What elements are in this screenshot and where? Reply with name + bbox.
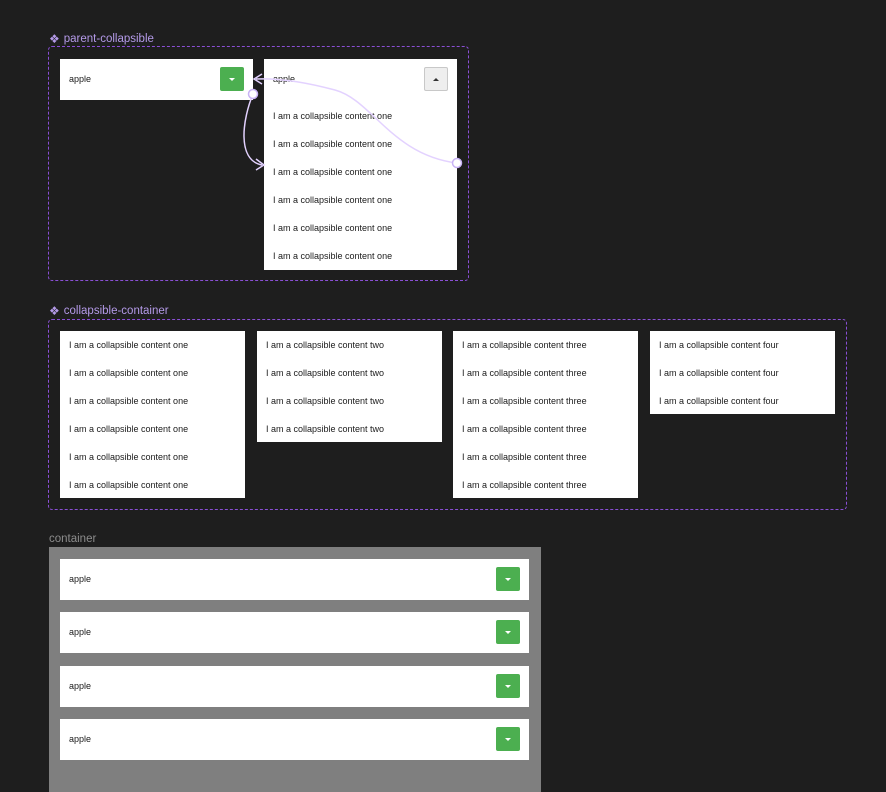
collapsible-item[interactable]: I am a collapsible content one <box>69 480 189 490</box>
collapsible-item[interactable]: I am a collapsible content one <box>69 396 189 406</box>
caret-up-icon <box>433 77 439 81</box>
container-label: container <box>49 533 97 545</box>
collapsible-container-label: ❖ collapsible-container <box>49 304 169 318</box>
collapsible-item[interactable]: I am a collapsible content four <box>659 368 779 378</box>
caret-down-icon <box>229 77 235 81</box>
collapsible-item[interactable]: I am a collapsible content four <box>659 396 779 406</box>
collapsible-panel-three[interactable]: I am a collapsible content three I am a … <box>453 331 638 498</box>
collapsible-item[interactable]: I am a collapsible content one <box>69 368 189 378</box>
component-icon: ❖ <box>49 32 60 46</box>
collapsible-item[interactable]: I am a collapsible content two <box>266 424 385 434</box>
collapsible-item[interactable]: I am a collapsible content two <box>266 368 385 378</box>
collapsible-item[interactable]: I am a collapsible content two <box>266 340 385 350</box>
dropdown-open[interactable]: apple I am a collapsible content one I a… <box>264 59 457 270</box>
collapsible-item[interactable]: I am a collapsible content one <box>69 340 189 350</box>
dropdown-toggle-button[interactable] <box>496 727 520 751</box>
dropdown-value: apple <box>273 74 296 84</box>
container-dropdown-row[interactable]: apple <box>60 666 529 707</box>
parent-collapsible-frame[interactable] <box>48 46 469 281</box>
dropdown-item[interactable]: I am a collapsible content one <box>273 251 393 261</box>
dropdown-item[interactable]: I am a collapsible content one <box>273 167 393 177</box>
dropdown-toggle-button[interactable] <box>424 67 448 91</box>
collapsible-item[interactable]: I am a collapsible content two <box>266 396 385 406</box>
collapsible-item[interactable]: I am a collapsible content three <box>462 396 587 406</box>
dropdown-toggle-button[interactable] <box>496 620 520 644</box>
collapsible-panel-two[interactable]: I am a collapsible content two I am a co… <box>257 331 442 442</box>
component-icon: ❖ <box>49 304 60 318</box>
collapsible-item[interactable]: I am a collapsible content three <box>462 340 587 350</box>
collapsible-panel-one[interactable]: I am a collapsible content one I am a co… <box>60 331 245 498</box>
collapsible-item[interactable]: I am a collapsible content three <box>462 424 587 434</box>
dropdown-item[interactable]: I am a collapsible content one <box>273 195 393 205</box>
dropdown-value: apple <box>69 574 92 584</box>
collapsible-item[interactable]: I am a collapsible content three <box>462 452 587 462</box>
collapsible-panel-four[interactable]: I am a collapsible content four I am a c… <box>650 331 835 414</box>
collapsible-container-title: collapsible-container <box>63 305 169 317</box>
collapsible-item[interactable]: I am a collapsible content one <box>69 424 189 434</box>
dropdown-item[interactable]: I am a collapsible content one <box>273 139 393 149</box>
dropdown-item[interactable]: I am a collapsible content one <box>273 111 393 121</box>
collapsible-item[interactable]: I am a collapsible content three <box>462 368 587 378</box>
container-dropdown-row[interactable]: apple <box>60 559 529 600</box>
dropdown-item[interactable]: I am a collapsible content one <box>273 223 393 233</box>
caret-down-icon <box>505 684 511 688</box>
collapsible-item[interactable]: I am a collapsible content four <box>659 340 779 350</box>
dropdown-toggle-button[interactable] <box>496 674 520 698</box>
parent-collapsible-label: ❖ parent-collapsible <box>49 32 154 46</box>
collapsible-item[interactable]: I am a collapsible content one <box>69 452 189 462</box>
container-dropdown-row[interactable]: apple <box>60 719 529 760</box>
dropdown-toggle-button[interactable] <box>220 67 244 91</box>
parent-collapsible-title: parent-collapsible <box>63 33 154 45</box>
dropdown-closed[interactable]: apple <box>60 59 253 100</box>
dropdown-value: apple <box>69 681 92 691</box>
dropdown-value: apple <box>69 627 92 637</box>
caret-down-icon <box>505 630 511 634</box>
caret-down-icon <box>505 737 511 741</box>
collapsible-item[interactable]: I am a collapsible content three <box>462 480 587 490</box>
dropdown-toggle-button[interactable] <box>496 567 520 591</box>
dropdown-value: apple <box>69 734 92 744</box>
caret-down-icon <box>505 577 511 581</box>
dropdown-value: apple <box>69 74 92 84</box>
collapsible-container-frame[interactable] <box>48 319 847 510</box>
container-dropdown-row[interactable]: apple <box>60 612 529 653</box>
